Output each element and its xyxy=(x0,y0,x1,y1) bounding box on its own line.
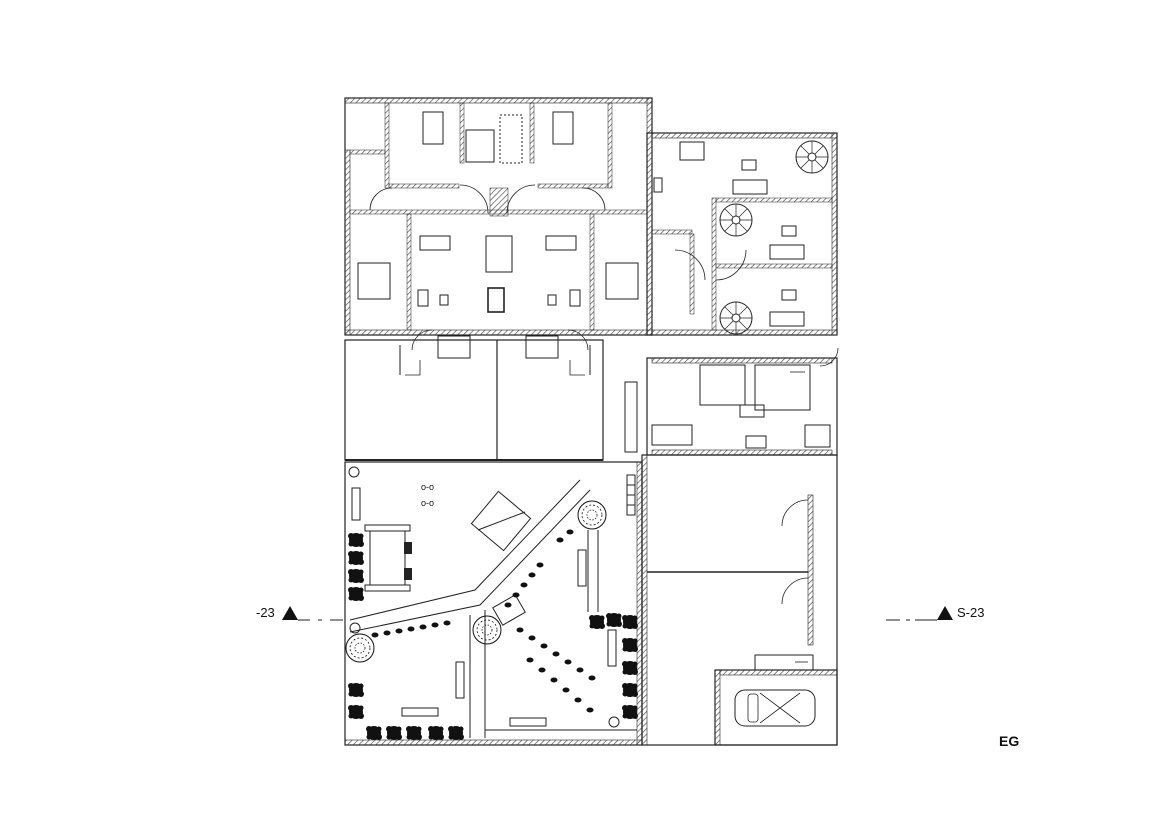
svg-text:o-o: o-o xyxy=(421,482,434,492)
covered-terraces xyxy=(344,335,604,461)
garage-block xyxy=(641,454,838,746)
garden: o-o o-o xyxy=(344,461,643,746)
building-right-middle xyxy=(624,347,839,456)
building-left-upper xyxy=(344,97,653,351)
floor-label: EG xyxy=(999,733,1019,749)
building-right-upper xyxy=(646,132,838,336)
section-marker-left: -23 xyxy=(256,605,343,621)
section-label-right: S-23 xyxy=(957,605,984,620)
svg-text:o-o: o-o xyxy=(421,498,434,508)
car-icon xyxy=(734,689,816,727)
section-label-left: -23 xyxy=(256,605,275,620)
section-marker-right: S-23 xyxy=(886,605,984,621)
